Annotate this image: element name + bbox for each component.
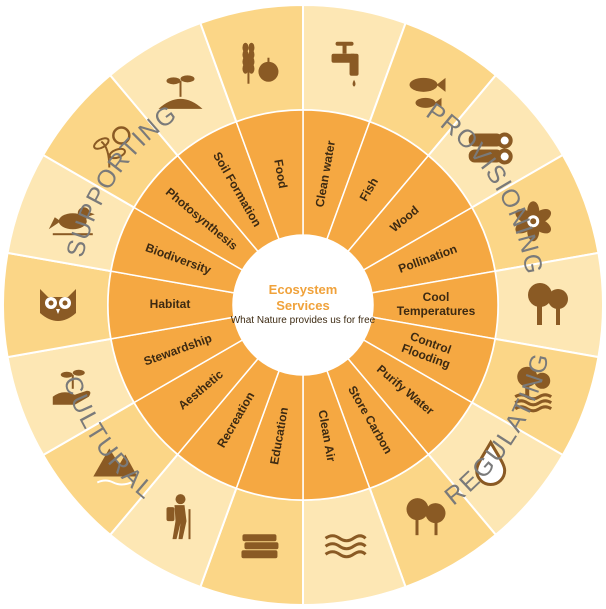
fish-icon — [409, 77, 446, 108]
water-drop-icon — [475, 439, 507, 486]
faucet-icon — [331, 41, 359, 87]
logs-icon — [468, 132, 513, 165]
sprout-soil-icon — [158, 75, 203, 109]
center-circle — [233, 235, 373, 375]
autumn-trees-icon — [406, 498, 446, 536]
books-icon — [241, 534, 279, 559]
trees-water-icon — [514, 366, 553, 413]
center-subtitle: What Nature provides us for free — [231, 315, 376, 326]
service-label-habitat: Habitat — [150, 297, 191, 311]
wind-icon — [324, 534, 367, 559]
service-label-food: Food — [271, 158, 290, 189]
hand-sprout-icon — [52, 369, 91, 405]
trees-icon — [528, 283, 568, 325]
owl-icon — [40, 289, 76, 321]
bird-icon — [48, 207, 95, 236]
wheat-apple-icon — [242, 42, 279, 84]
service-icons — [40, 41, 568, 559]
flower-icon — [515, 201, 552, 242]
hiker-icon — [166, 494, 191, 540]
inner-ring — [107, 109, 499, 501]
center-title-line2: Services — [276, 298, 330, 313]
mountains-icon — [93, 448, 138, 486]
center-title-line1: Ecosystem — [269, 282, 338, 297]
sun-plant-icon — [93, 126, 131, 168]
